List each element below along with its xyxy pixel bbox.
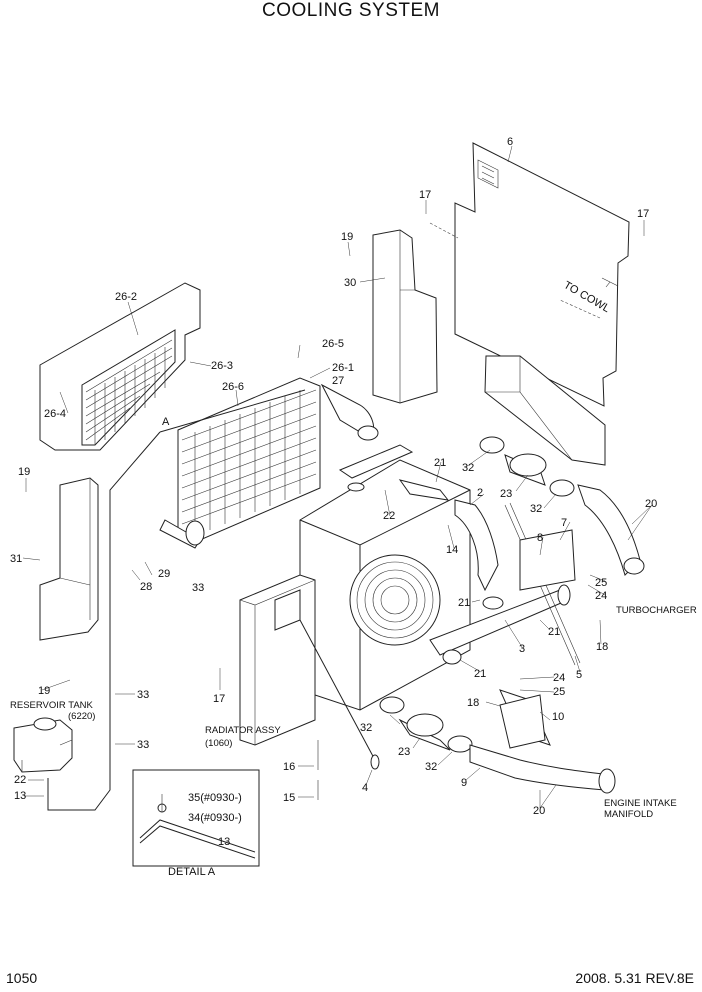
callout-10: 10 xyxy=(552,711,564,723)
callout-31: 31 xyxy=(10,553,22,565)
callout-5: 5 xyxy=(576,669,582,681)
callout-18: 18 xyxy=(596,641,608,653)
callout-7: 7 xyxy=(561,517,567,529)
callout-20: 20 xyxy=(533,805,545,817)
intercooler-core xyxy=(159,377,379,549)
radiator-assembly xyxy=(239,444,471,746)
callout-21: 21 xyxy=(434,457,446,469)
leader-lines xyxy=(22,145,653,809)
callout-24: 24 xyxy=(553,672,565,684)
condenser-frame xyxy=(39,282,201,451)
notes: TURBOCHARGER RESERVOIR TANK (6220) RADIA… xyxy=(10,605,697,820)
callout-30: 30 xyxy=(344,277,356,289)
callout-14: 14 xyxy=(446,544,458,556)
callout-22: 22 xyxy=(383,510,395,522)
callout-13: 13 xyxy=(14,790,26,802)
callout-9: 9 xyxy=(461,777,467,789)
callout-32: 32 xyxy=(462,462,474,474)
callout-3: 3 xyxy=(519,643,525,655)
callout-35: 35(#0930-) xyxy=(188,792,242,804)
callout-22: 22 xyxy=(14,774,26,786)
detail-a-label: DETAIL A xyxy=(168,866,216,878)
engine-intake-note: ENGINE INTAKE xyxy=(604,798,677,809)
callout-33: 33 xyxy=(192,582,204,594)
callout-19: 19 xyxy=(38,685,50,697)
callout-a: A xyxy=(162,416,170,428)
callout-19: 19 xyxy=(18,466,30,478)
callout-21: 21 xyxy=(458,597,470,609)
hoses-and-pipes xyxy=(379,436,645,794)
upper-shroud xyxy=(372,229,438,404)
callout-33: 33 xyxy=(137,689,149,701)
callout-6: 6 xyxy=(507,136,513,148)
page-number: 1050 xyxy=(6,970,38,986)
callout-32: 32 xyxy=(530,503,542,515)
callout-26-2: 26-2 xyxy=(115,291,137,303)
callout-28: 28 xyxy=(140,581,152,593)
callout-2: 2 xyxy=(477,487,483,499)
callout-26-4: 26-4 xyxy=(44,408,66,420)
turbocharger-note: TURBOCHARGER xyxy=(616,605,697,616)
callout-26-3: 26-3 xyxy=(211,360,233,372)
revision-date: 2008. 5.31 REV.8E xyxy=(575,970,694,986)
callout-16: 16 xyxy=(283,761,295,773)
callout-25: 25 xyxy=(595,577,607,589)
radiator-assy-ref: (1060) xyxy=(205,738,232,749)
reservoir-tank-ref: (6220) xyxy=(68,711,95,722)
callout-32: 32 xyxy=(425,761,437,773)
left-shroud xyxy=(39,477,99,641)
callout-15: 15 xyxy=(283,792,295,804)
callout-23: 23 xyxy=(398,746,410,758)
callout-27: 27 xyxy=(332,375,344,387)
reservoir-tank xyxy=(13,717,73,773)
callout-26-6: 26-6 xyxy=(222,381,244,393)
callout-33: 33 xyxy=(137,739,149,751)
engine-intake-note-2: MANIFOLD xyxy=(604,809,653,820)
air-duct xyxy=(484,355,606,466)
cowl-panel: TO COWL xyxy=(429,142,630,407)
callout-26-5: 26-5 xyxy=(322,338,344,350)
coolant-line xyxy=(47,389,306,811)
detail-a: DETAIL A xyxy=(132,769,260,878)
rod-and-bracket xyxy=(299,619,546,800)
callout-4: 4 xyxy=(362,782,368,794)
callout-20: 20 xyxy=(645,498,657,510)
callout-8: 8 xyxy=(537,532,543,544)
callout-29: 29 xyxy=(158,568,170,580)
callout-17: 17 xyxy=(637,208,649,220)
callout-13: 13 xyxy=(218,836,230,848)
callout-19: 19 xyxy=(341,231,353,243)
callout-25: 25 xyxy=(553,686,565,698)
page-title: COOLING SYSTEM xyxy=(261,0,441,21)
callout-17: 17 xyxy=(419,189,431,201)
callout-21: 21 xyxy=(474,668,486,680)
callout-32: 32 xyxy=(360,722,372,734)
callout-17: 17 xyxy=(213,693,225,705)
callout-18: 18 xyxy=(467,697,479,709)
callout-24: 24 xyxy=(595,590,607,602)
callout-26-1: 26-1 xyxy=(332,362,354,374)
reservoir-tank-note: RESERVOIR TANK xyxy=(10,700,94,711)
callout-21: 21 xyxy=(548,626,560,638)
radiator-assy-note: RADIATOR ASSY xyxy=(205,725,281,736)
callout-34: 34(#0930-) xyxy=(188,812,242,824)
callouts: 6 17 17 19 30 26-2 26-5 26-1 27 26-3 26-… xyxy=(10,136,657,848)
callout-23: 23 xyxy=(500,488,512,500)
